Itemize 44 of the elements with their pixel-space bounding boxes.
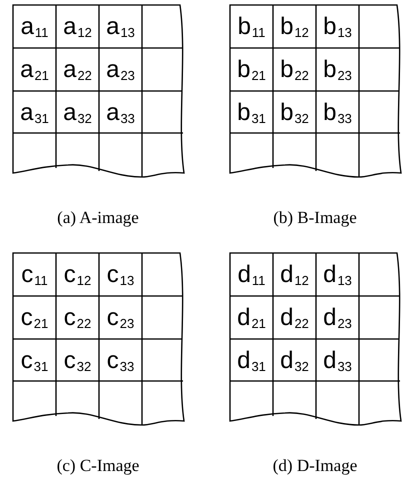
matrix-grid: [230, 5, 402, 177]
matrix-element: d$_{22}$: [280, 306, 309, 330]
matrix-element: d$_{31}$: [237, 348, 266, 372]
matrix-element: b$_{21}$: [237, 58, 266, 82]
matrix-grid: [230, 253, 402, 425]
matrix-element: a$_{21}$: [20, 58, 49, 82]
matrix-element: b$_{11}$: [238, 14, 266, 38]
matrix-element: d$_{13}$: [323, 262, 352, 286]
matrix-element: c$_{21}$: [20, 306, 48, 330]
matrix-element: a$_{13}$: [106, 14, 135, 38]
matrix-element: c$_{22}$: [64, 306, 92, 330]
matrix-element: d$_{11}$: [238, 262, 266, 286]
panel-label: (a) A-image: [56, 207, 140, 229]
panel-label: (c) C-Image: [56, 455, 140, 477]
matrix-element: b$_{13}$: [323, 14, 352, 38]
matrix-element: a$_{31}$: [20, 100, 49, 124]
panel-label: (b) B-Image: [272, 207, 358, 229]
matrix-grid: [13, 5, 185, 177]
matrix-element: a$_{11}$: [20, 14, 48, 38]
matrix-element: b$_{12}$: [280, 14, 309, 38]
matrix-element: b$_{33}$: [323, 100, 352, 124]
matrix-element: c$_{33}$: [106, 348, 134, 372]
matrix-element: c$_{12}$: [64, 262, 92, 286]
matrix-element: c$_{13}$: [106, 262, 134, 286]
matrix-element: a$_{22}$: [63, 58, 92, 82]
matrix-element: a$_{33}$: [106, 100, 135, 124]
matrix-element: c$_{11}$: [21, 262, 48, 286]
matrix-element: a$_{12}$: [63, 14, 92, 38]
panel-label: (d) D-Image: [272, 455, 358, 477]
matrix-element: d$_{12}$: [280, 262, 309, 286]
matrix-grid: [13, 253, 185, 425]
matrix-element: b$_{32}$: [280, 100, 309, 124]
matrix-element: b$_{22}$: [280, 58, 309, 82]
matrix-element: a$_{32}$: [63, 100, 92, 124]
matrix-element: d$_{23}$: [323, 306, 352, 330]
matrix-element: c$_{31}$: [20, 348, 48, 372]
matrix-element: d$_{21}$: [237, 306, 266, 330]
matrix-element: d$_{32}$: [280, 348, 309, 372]
matrix-element: c$_{23}$: [106, 306, 134, 330]
matrix-element: b$_{31}$: [237, 100, 266, 124]
matrix-element: d$_{33}$: [323, 348, 352, 372]
matrix-element: a$_{23}$: [106, 58, 135, 82]
matrix-element: b$_{23}$: [323, 58, 352, 82]
matrix-element: c$_{32}$: [64, 348, 92, 372]
